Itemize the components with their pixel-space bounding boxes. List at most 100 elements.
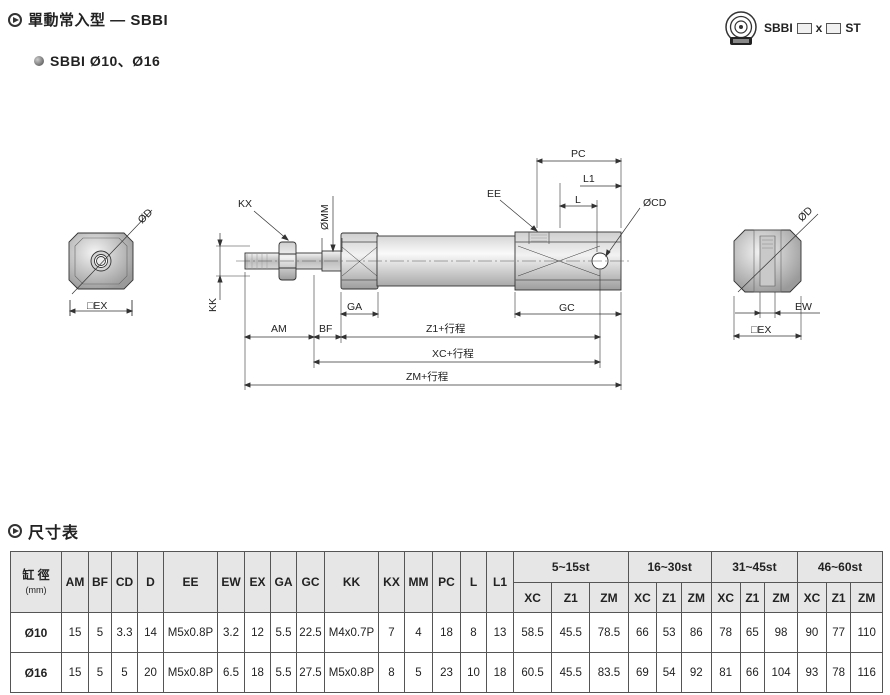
label-mm: ØMM <box>319 204 331 230</box>
col-header: BF <box>88 551 112 613</box>
stroke-cell: 66 <box>627 612 658 653</box>
table-cell: 8 <box>460 612 487 653</box>
table-cell: M4x0.7P <box>324 612 379 653</box>
table-cell: 5 <box>88 612 112 653</box>
table-cell: 7 <box>378 612 405 653</box>
stroke-col-header: XC <box>797 582 827 613</box>
col-header: CD <box>111 551 138 613</box>
stroke-col-header: Z1 <box>739 582 766 613</box>
col-header: KK <box>324 551 379 613</box>
table-cell: 13 <box>486 612 514 653</box>
label-z1: Z1+行程 <box>426 322 466 335</box>
label-gc: GC <box>559 302 575 314</box>
stroke-col-header: ZM <box>850 582 883 613</box>
label-kk: KK <box>207 298 219 312</box>
stroke-cell: 45.5 <box>551 652 591 693</box>
sbbi-logo-icon <box>725 11 757 45</box>
label-ga: GA <box>347 301 362 313</box>
stroke-cell: 78 <box>710 612 741 653</box>
stroke-cell: 98 <box>764 612 799 653</box>
stroke-cell: 93 <box>797 652 827 693</box>
table-cell: 18 <box>244 652 271 693</box>
bore-cell: Ø16 <box>10 652 62 693</box>
col-header: EW <box>217 551 245 613</box>
order-code-box <box>796 22 812 34</box>
col-header: PC <box>432 551 461 613</box>
stroke-group-header: 31~45st <box>710 551 799 583</box>
table-cell: 20 <box>137 652 164 693</box>
table-cell: 5 <box>404 652 433 693</box>
stroke-col-header: Z1 <box>825 582 852 613</box>
table-cell: 5 <box>111 652 138 693</box>
table-cell: 27.5 <box>296 652 325 693</box>
order-code-prefix: SBBI <box>764 21 793 35</box>
stroke-col-header: ZM <box>680 582 712 613</box>
page-subtitle-text: SBBI Ø10、Ø16 <box>50 53 161 69</box>
col-header: GA <box>270 551 297 613</box>
col-header: KX <box>378 551 405 613</box>
stroke-col-header: XC <box>627 582 658 613</box>
col-header: EE <box>163 551 218 613</box>
table-cell: 18 <box>486 652 514 693</box>
table-cell: M5x0.8P <box>324 652 379 693</box>
stroke-cell: 110 <box>850 612 883 653</box>
label-l: L <box>575 194 581 206</box>
table-cell: 15 <box>61 612 89 653</box>
order-code: SBBI x ST <box>764 21 861 35</box>
stroke-col-header: XC <box>512 582 553 613</box>
table-cell: 14 <box>137 612 164 653</box>
table-cell: 5 <box>88 652 112 693</box>
stroke-cell: 78.5 <box>589 612 629 653</box>
stroke-cell: 66 <box>739 652 766 693</box>
label-d2: ØD <box>796 204 816 224</box>
table-cell: 4 <box>404 612 433 653</box>
stroke-cell: 53 <box>656 612 682 653</box>
table-cell: 3.2 <box>217 612 245 653</box>
label-ex: □EX <box>87 300 107 312</box>
stroke-cell: 86 <box>680 612 712 653</box>
bore-header: 缸 徑(mm) <box>10 551 62 613</box>
col-header: L <box>460 551 487 613</box>
col-header: EX <box>244 551 271 613</box>
label-cd: ØCD <box>643 197 667 209</box>
cylinder-drawing: KX ØMM KK AM BF GA EE PC L1 L ØCD GC Z1+… <box>68 148 820 390</box>
stroke-group-header: 46~60st <box>797 551 883 583</box>
col-header: AM <box>61 551 89 613</box>
section-title: 尺寸表 <box>8 519 79 543</box>
dimension-table: 缸 徑(mm) AM BF CD D EE EW EX GA GC KK KX … <box>10 551 883 693</box>
stroke-cell: 92 <box>680 652 712 693</box>
page-title: 單動常入型 — SBBI <box>8 9 168 30</box>
label-bf: BF <box>319 323 332 335</box>
col-header: MM <box>404 551 433 613</box>
stroke-cell: 83.5 <box>589 652 629 693</box>
table-cell: 22.5 <box>296 612 325 653</box>
stroke-col-header: Z1 <box>551 582 591 613</box>
label-am: AM <box>271 323 287 335</box>
table-cell: 5.5 <box>270 612 297 653</box>
stroke-cell: 77 <box>825 612 852 653</box>
col-header: D <box>137 551 164 613</box>
stroke-cell: 54 <box>656 652 682 693</box>
col-header: GC <box>296 551 325 613</box>
label-ee: EE <box>487 188 501 200</box>
play-circle-icon <box>8 524 22 538</box>
table-cell: 23 <box>432 652 461 693</box>
label-ew: EW <box>795 301 812 313</box>
section-title-text: 尺寸表 <box>28 525 80 542</box>
stroke-cell: 58.5 <box>512 612 553 653</box>
col-header: L1 <box>486 551 514 613</box>
table-cell: 18 <box>432 612 461 653</box>
table-cell: 3.3 <box>111 612 138 653</box>
label-ex2: □EX <box>751 324 771 336</box>
label-d: ØD <box>136 206 156 226</box>
page-subtitle: SBBI Ø10、Ø16 <box>34 51 160 71</box>
page-title-text: 單動常入型 — SBBI <box>28 12 169 29</box>
stroke-cell: 69 <box>627 652 658 693</box>
order-code-suffix: ST <box>845 21 861 35</box>
label-kx: KX <box>238 198 252 210</box>
order-code-box <box>826 22 842 34</box>
stroke-cell: 81 <box>710 652 741 693</box>
stroke-group-header: 5~15st <box>513 551 629 583</box>
